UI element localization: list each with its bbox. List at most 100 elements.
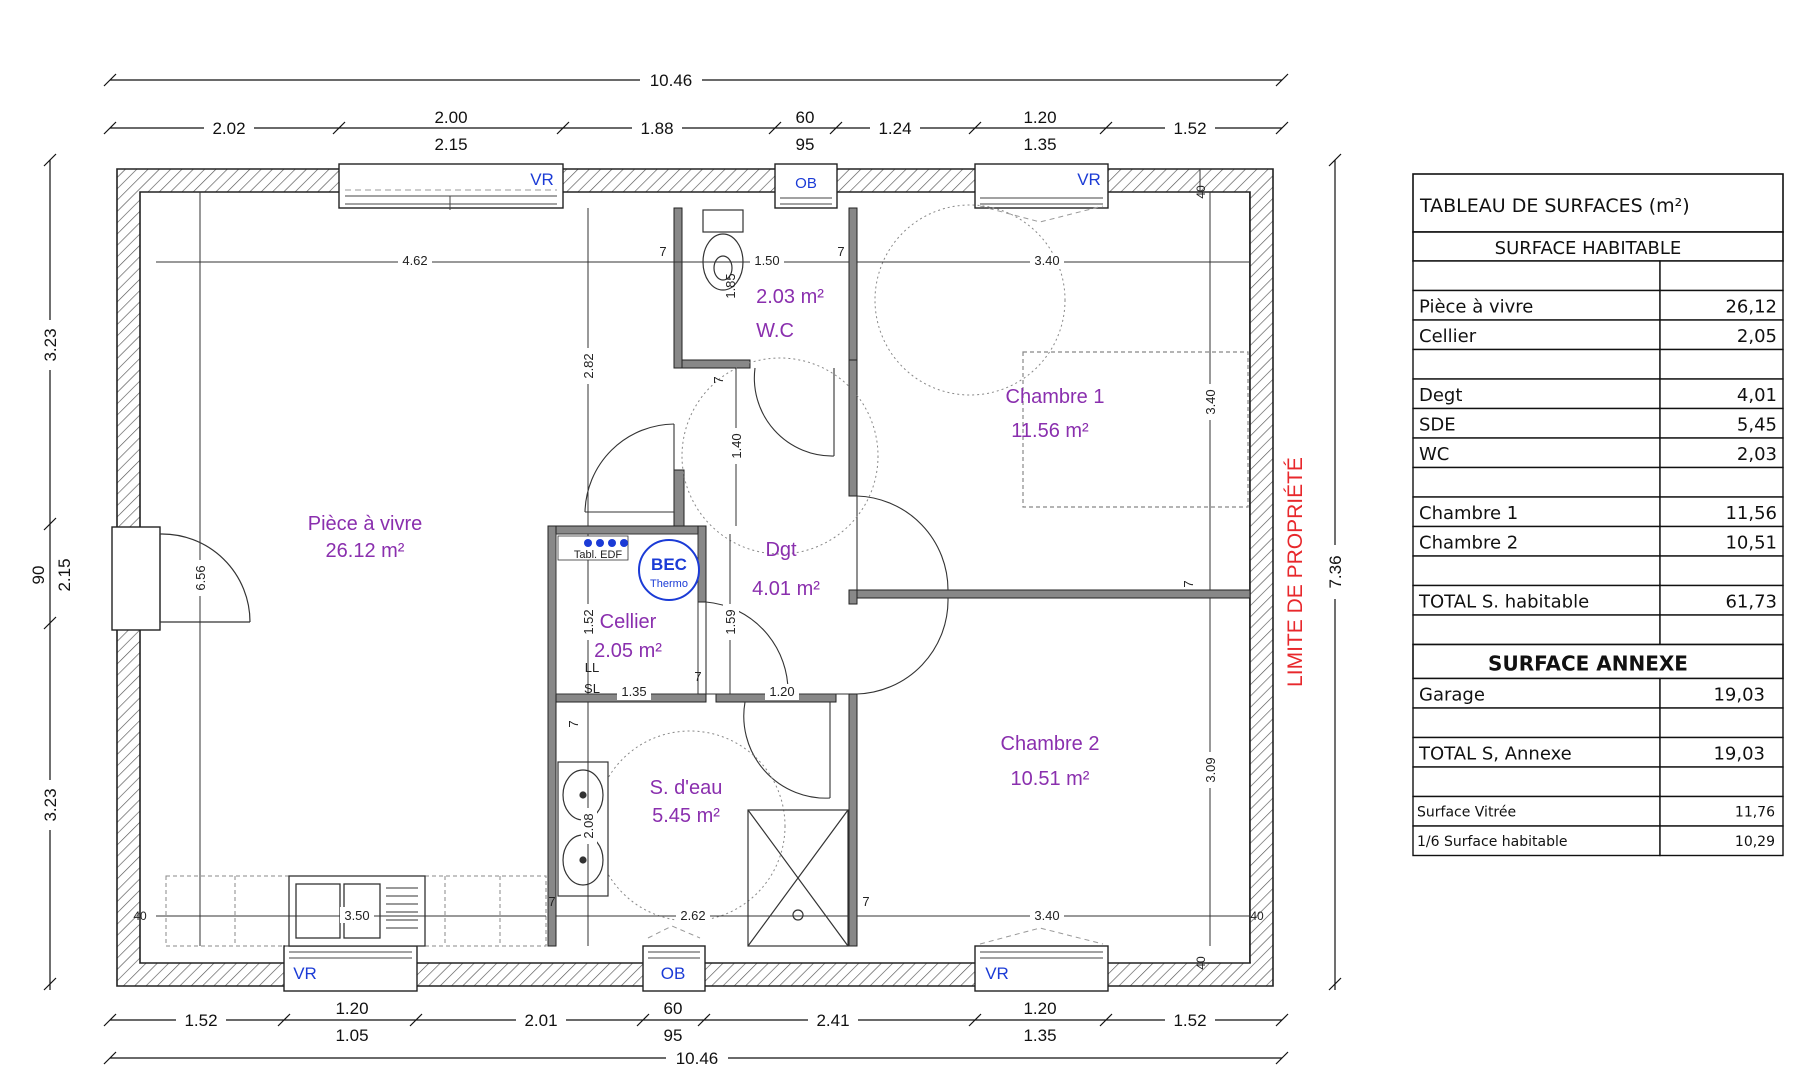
row-value: 19,03 <box>1713 685 1765 706</box>
table-row <box>1412 766 1661 798</box>
row-label: Pièce à vivre <box>1419 297 1533 318</box>
top-segment-labels: 2.02 2.00 2.15 1.88 60 95 1.24 1.20 1.35… <box>204 108 1215 154</box>
bottom-segment-labels: 1.52 1.20 1.05 2.01 60 95 2.41 1.20 1.35… <box>176 999 1215 1045</box>
section-annexe: SURFACE ANNEXE <box>1488 652 1688 676</box>
table-row <box>1412 825 1661 857</box>
svg-text:60: 60 <box>664 999 683 1018</box>
top-total-label: 10.46 <box>650 71 693 90</box>
row-label: Chambre 2 <box>1419 533 1518 554</box>
section-habitable: SURFACE HABITABLE <box>1495 238 1682 259</box>
svg-text:1.52: 1.52 <box>184 1011 217 1030</box>
row-label: WC <box>1419 444 1449 465</box>
chambre2-area: 10.51 m² <box>1011 768 1090 790</box>
table-row <box>1412 736 1661 768</box>
svg-text:3.50: 3.50 <box>344 908 369 923</box>
svg-text:3.40: 3.40 <box>1203 389 1218 414</box>
shower-tray-icon <box>747 809 849 947</box>
row-value: 5,45 <box>1737 415 1777 436</box>
svg-text:7: 7 <box>694 669 701 684</box>
svg-text:40: 40 <box>1250 909 1264 923</box>
svg-text:7: 7 <box>862 894 869 909</box>
svg-text:40: 40 <box>1194 956 1208 970</box>
svg-text:2.00: 2.00 <box>434 108 467 127</box>
living-area: 26.12 m² <box>326 540 405 562</box>
sde-name: S. d'eau <box>650 777 723 799</box>
svg-text:2.15: 2.15 <box>434 135 467 154</box>
svg-text:1.59: 1.59 <box>723 609 738 634</box>
cellier-name: Cellier <box>600 611 657 633</box>
table-row <box>1412 555 1661 587</box>
table-title: TABLEAU DE SURFACES (m²) <box>1419 195 1690 217</box>
row-label: Surface Vitrée <box>1417 805 1516 821</box>
svg-text:7: 7 <box>1181 580 1196 587</box>
ll-label: LL <box>585 660 599 675</box>
svg-text:2.82: 2.82 <box>581 353 596 378</box>
chambre1-name: Chambre 1 <box>1006 386 1105 408</box>
wall-openings <box>111 163 1109 992</box>
svg-text:7: 7 <box>837 244 844 259</box>
svg-text:1.20: 1.20 <box>1023 999 1056 1018</box>
table-row <box>1412 407 1661 439</box>
svg-text:2.02: 2.02 <box>212 119 245 138</box>
svg-text:3.23: 3.23 <box>41 328 60 361</box>
dgt-area: 4.01 m² <box>752 578 820 600</box>
row-label: TOTAL S, Annexe <box>1418 744 1572 765</box>
svg-text:1.50: 1.50 <box>754 253 779 268</box>
row-label: Degt <box>1419 385 1462 406</box>
row-label: SDE <box>1419 415 1456 436</box>
table-title-cell <box>1412 173 1784 233</box>
chambre2-name: Chambre 2 <box>1001 733 1100 755</box>
row-value: 2,05 <box>1737 326 1777 347</box>
water-heater-icon: BEC Thermo <box>638 539 700 601</box>
bottom-total-label: 10.46 <box>676 1049 719 1068</box>
svg-text:3.40: 3.40 <box>1034 908 1059 923</box>
table-row <box>1412 496 1661 528</box>
svg-text:1.40: 1.40 <box>729 433 744 458</box>
row-value: 19,03 <box>1713 744 1765 765</box>
row-value: 4,01 <box>1737 385 1777 406</box>
svg-text:95: 95 <box>664 1026 683 1045</box>
chambre1-area: 11.56 m² <box>1011 420 1089 442</box>
svg-text:1.35: 1.35 <box>621 684 646 699</box>
row-label: 1/6 Surface habitable <box>1417 834 1567 850</box>
row-value: 11,76 <box>1735 805 1775 821</box>
washer-dryer: LL SL <box>584 660 600 696</box>
svg-text:1.88: 1.88 <box>640 119 673 138</box>
turning-circles <box>594 204 1066 922</box>
table-row <box>1412 466 1661 498</box>
table-row <box>1412 319 1661 351</box>
room-labels: Pièce à vivre 26.12 m² 2.03 m² W.C Chamb… <box>308 286 1105 827</box>
svg-text:1.20: 1.20 <box>1023 108 1056 127</box>
cellier-area: 2.05 m² <box>594 640 662 662</box>
svg-text:1.52: 1.52 <box>581 609 596 634</box>
svg-text:7: 7 <box>566 720 581 727</box>
bec-label: BEC <box>651 555 687 574</box>
svg-text:1.05: 1.05 <box>335 1026 368 1045</box>
row-label: Chambre 1 <box>1419 503 1518 524</box>
row-value: 26,12 <box>1725 297 1777 318</box>
svg-text:7: 7 <box>548 894 555 909</box>
table-row <box>1412 707 1661 739</box>
svg-text:2.08: 2.08 <box>581 813 596 838</box>
svg-text:2.41: 2.41 <box>816 1011 849 1030</box>
table-row <box>1412 378 1661 410</box>
tabl-edf-label: Tabl. EDF <box>574 549 623 561</box>
wc-name: W.C <box>756 320 794 342</box>
electrical-panel: Tabl. EDF <box>557 535 629 561</box>
table-row <box>1412 614 1661 646</box>
window-labels: VR OB VR VR OB VR <box>293 170 1101 983</box>
row-value: 61,73 <box>1725 592 1777 613</box>
row-label: Cellier <box>1419 326 1477 347</box>
interior-dimension-labels: 4.62 7 1.50 7 3.40 6.56 2.82 1.85 7 1.40… <box>133 185 1264 970</box>
table-row <box>1412 260 1661 292</box>
svg-text:1.35: 1.35 <box>1023 1026 1056 1045</box>
table-row <box>1412 348 1661 380</box>
left-dimension <box>43 153 57 991</box>
svg-text:40: 40 <box>1194 185 1208 199</box>
table-row <box>1412 437 1661 469</box>
right-total-label: 7.36 <box>1326 555 1345 588</box>
svg-text:2.62: 2.62 <box>680 908 705 923</box>
svg-text:1.52: 1.52 <box>1173 119 1206 138</box>
row-label: TOTAL S. habitable <box>1418 592 1589 613</box>
